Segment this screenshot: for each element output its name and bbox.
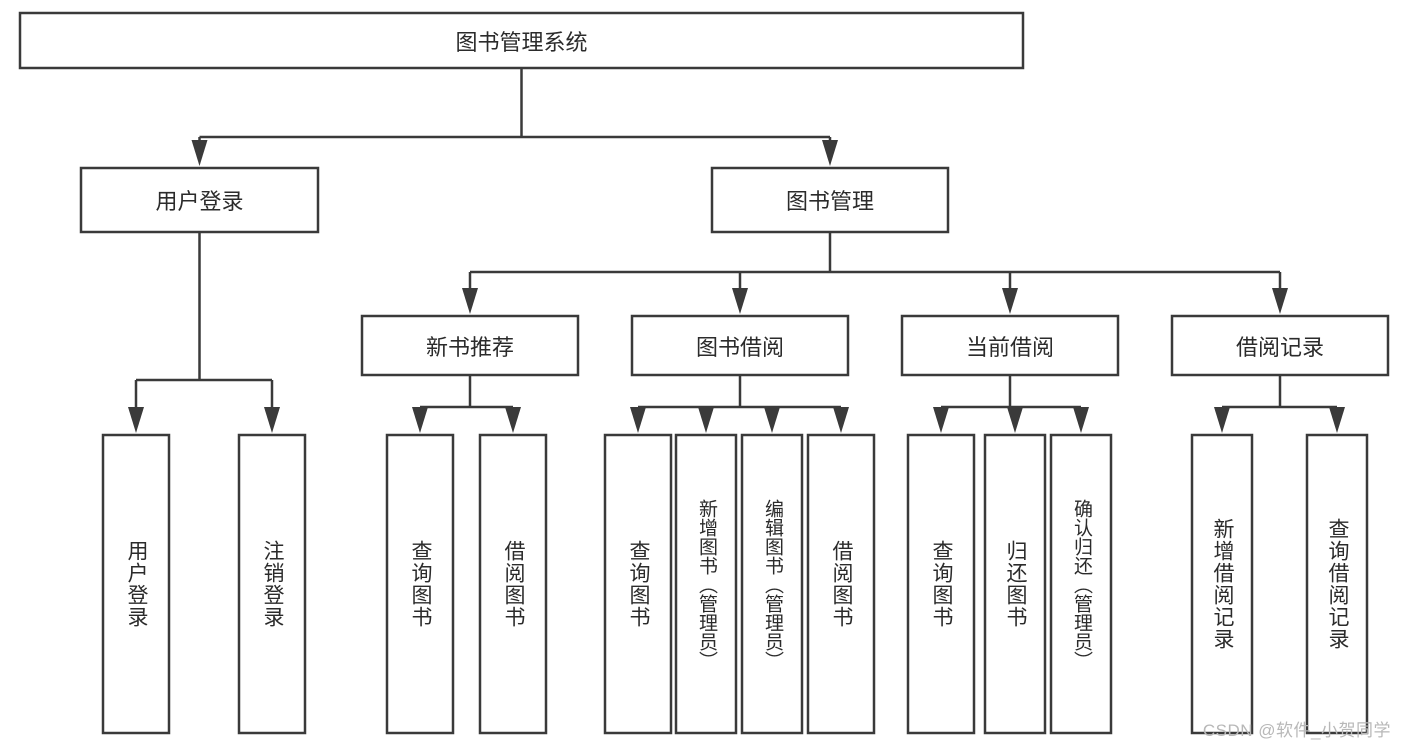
node-box-current-borrow[interactable] xyxy=(900,314,1120,377)
node-box-leaf-add-borrow-record[interactable] xyxy=(1190,433,1254,735)
arrow-head-icon-leaf-borrow-book-2 xyxy=(833,407,849,433)
node-box-leaf-borrow-book-1[interactable] xyxy=(478,433,548,735)
arrow-head-icon-current-borrow xyxy=(1002,288,1018,314)
node-box-new-book-recommend[interactable] xyxy=(360,314,580,377)
node-box-leaf-edit-book-admin[interactable] xyxy=(740,433,804,735)
node-box-leaf-confirm-return-admin[interactable] xyxy=(1049,433,1113,735)
arrow-head-icon-leaf-confirm-return-admin xyxy=(1073,407,1089,433)
arrow-head-icon-leaf-return-book xyxy=(1007,407,1023,433)
arrow-head-icon-book-borrow xyxy=(732,288,748,314)
node-box-book-manage[interactable] xyxy=(710,166,950,234)
arrow-head-icon-user-login xyxy=(191,140,208,166)
arrow-head-icon-leaf-edit-book-admin xyxy=(764,407,780,433)
arrow-head-icon-leaf-query-book-3 xyxy=(933,407,949,433)
node-box-leaf-query-book-1[interactable] xyxy=(385,433,455,735)
arrow-head-icon-leaf-query-book-1 xyxy=(412,407,428,433)
node-box-leaf-logout[interactable] xyxy=(237,433,307,735)
node-box-leaf-query-book-2[interactable] xyxy=(603,433,673,735)
arrow-head-icon-leaf-query-book-2 xyxy=(630,407,646,433)
arrow-head-icon-leaf-add-book-admin xyxy=(698,407,714,433)
arrow-head-icon-leaf-add-borrow-record xyxy=(1214,407,1230,433)
node-box-user-login[interactable] xyxy=(79,166,320,234)
arrow-head-icon-leaf-borrow-book-1 xyxy=(505,407,521,433)
node-box-leaf-return-book[interactable] xyxy=(983,433,1047,735)
node-box-leaf-query-borrow-record[interactable] xyxy=(1305,433,1369,735)
node-boxes-layer xyxy=(18,11,1390,735)
connector-lines-layer xyxy=(128,68,1345,433)
node-box-book-borrow[interactable] xyxy=(630,314,850,377)
arrow-head-icon-new-book-recommend xyxy=(462,288,478,314)
arrow-head-icon-leaf-logout xyxy=(264,407,280,433)
node-box-leaf-borrow-book-2[interactable] xyxy=(806,433,876,735)
arrow-head-icon-leaf-query-borrow-record xyxy=(1329,407,1345,433)
node-box-leaf-user-login[interactable] xyxy=(101,433,171,735)
node-box-leaf-add-book-admin[interactable] xyxy=(674,433,738,735)
arrow-head-icon-leaf-user-login xyxy=(128,407,144,433)
node-box-borrow-record[interactable] xyxy=(1170,314,1390,377)
node-box-leaf-query-book-3[interactable] xyxy=(906,433,976,735)
node-box-root[interactable] xyxy=(18,11,1025,70)
arrow-head-icon-borrow-record xyxy=(1272,288,1288,314)
arrow-head-icon-book-manage xyxy=(822,140,838,166)
